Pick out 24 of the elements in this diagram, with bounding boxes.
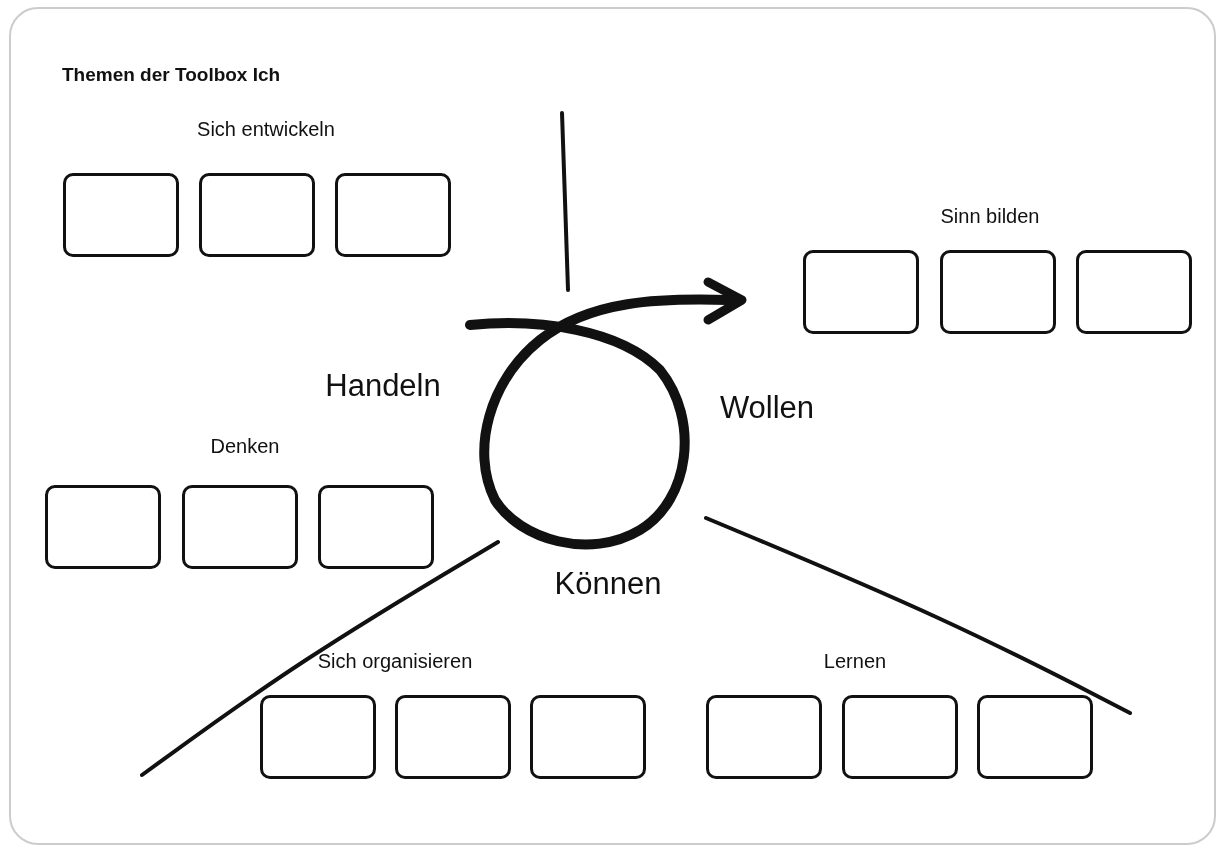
- empty-box: [706, 695, 822, 779]
- empty-box: [335, 173, 451, 257]
- group-heading: Denken: [210, 435, 280, 458]
- empty-box: [182, 485, 298, 569]
- empty-box: [395, 695, 511, 779]
- group-heading: Sich organisieren: [317, 650, 473, 673]
- empty-box: [1076, 250, 1192, 334]
- empty-box: [940, 250, 1056, 334]
- empty-box: [63, 173, 179, 257]
- empty-box: [977, 695, 1093, 779]
- empty-box: [803, 250, 919, 334]
- sector-label: Handeln: [325, 368, 441, 404]
- sector-label: Wollen: [719, 390, 815, 426]
- group-heading: Lernen: [823, 650, 887, 673]
- empty-box: [260, 695, 376, 779]
- group-heading: Sinn bilden: [940, 205, 1040, 228]
- group-heading: Sich entwickeln: [197, 118, 335, 141]
- empty-box: [45, 485, 161, 569]
- empty-box: [530, 695, 646, 779]
- empty-box: [842, 695, 958, 779]
- sector-label: Können: [554, 566, 662, 602]
- diagram-title: Themen der Toolbox Ich: [62, 64, 281, 86]
- empty-box: [199, 173, 315, 257]
- empty-box: [318, 485, 434, 569]
